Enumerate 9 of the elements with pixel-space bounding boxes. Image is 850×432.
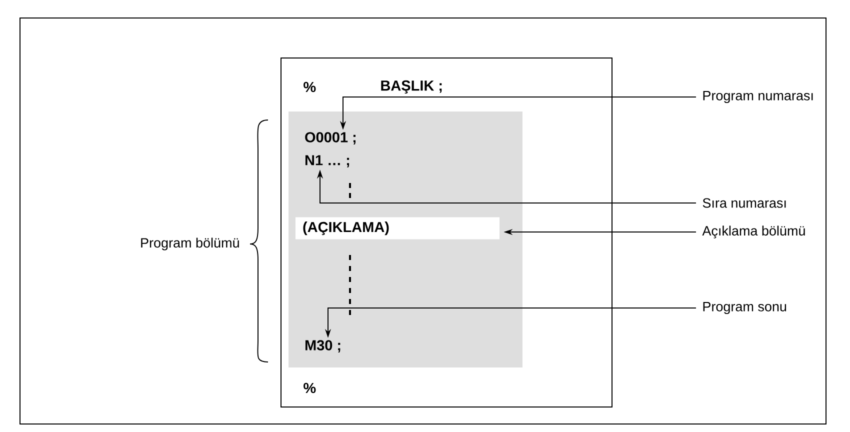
code-line: O0001 ; [305,132,356,144]
brace-label: Program bölümü [141,238,239,250]
callout-label: Açıklama bölümü [702,226,805,238]
callout-label: Program sonu [703,302,786,314]
callout-label: Sıra numarası [702,198,786,208]
shaded-area [288,112,522,368]
code-line: N1 … ; [305,155,350,168]
callout-label: Program numarası [703,90,813,104]
code-line: M30 ; [305,340,340,352]
